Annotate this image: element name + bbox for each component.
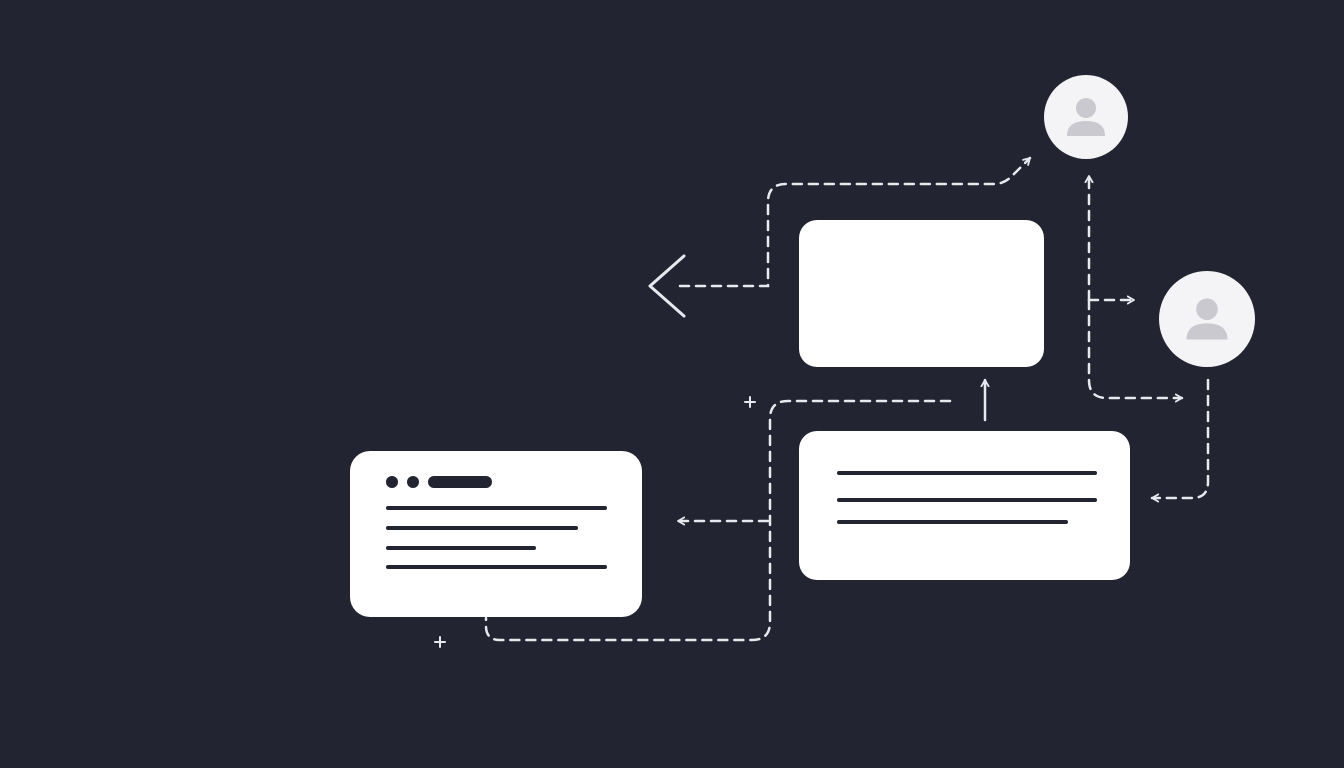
text-line	[837, 471, 1097, 475]
user-icon	[1186, 298, 1228, 340]
plus-icon	[744, 396, 756, 408]
text-line	[386, 526, 578, 530]
user-avatar-right[interactable]	[1159, 271, 1255, 367]
connector-middle-trunk	[484, 399, 952, 642]
left-window-card[interactable]	[350, 451, 642, 617]
bottom-box-card[interactable]	[799, 431, 1130, 580]
connector-avatar-to-bottom-box	[1150, 378, 1210, 503]
plus-icon	[434, 636, 446, 648]
connector-lower-right	[1087, 298, 1184, 403]
text-line	[837, 520, 1068, 524]
text-line	[386, 565, 607, 569]
text-line	[837, 498, 1097, 502]
user-icon	[1067, 98, 1105, 136]
window-dot	[386, 476, 398, 488]
chevron-left-icon[interactable]	[648, 254, 686, 318]
text-line	[386, 506, 607, 510]
window-dot	[407, 476, 419, 488]
top-box-card[interactable]	[799, 220, 1044, 367]
connector-to-top-avatar	[678, 156, 1032, 288]
user-avatar-top[interactable]	[1044, 75, 1128, 159]
text-line	[386, 546, 536, 550]
window-title-bar	[428, 476, 492, 488]
